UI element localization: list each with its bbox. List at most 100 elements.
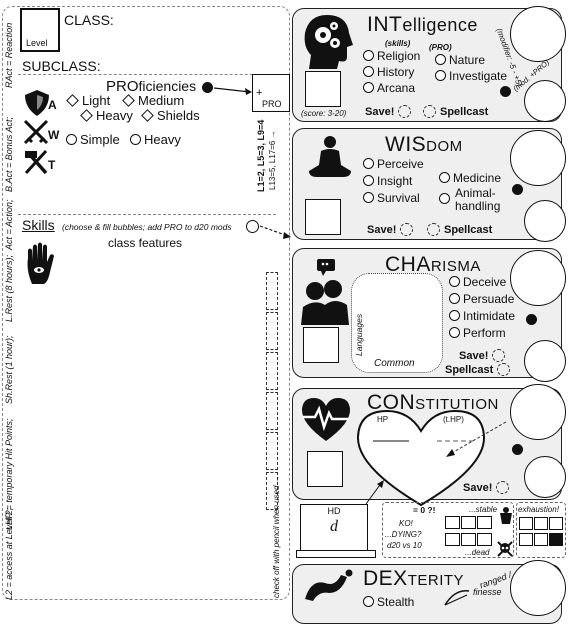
- dexterity-title-caps: DEX: [363, 567, 408, 590]
- check-off-slot[interactable]: [266, 272, 278, 310]
- exhaustion-cell[interactable]: [549, 517, 563, 530]
- wis-spellcast[interactable]: Spellcast: [427, 223, 492, 236]
- bubble-icon: [449, 310, 460, 321]
- death-dying-label: ...DYING?: [385, 530, 422, 539]
- check-off-slot[interactable]: [266, 312, 278, 350]
- exhaustion-cell[interactable]: [519, 533, 533, 546]
- dex-modifier-circle[interactable]: [510, 560, 566, 616]
- legend-long-rest: L.Rest (8 hours);: [4, 254, 14, 322]
- skill-medicine[interactable]: Medicine: [439, 171, 501, 185]
- charisma-panel: CHARISMA Languages Common Deceive Persua…: [292, 248, 562, 378]
- exhaustion-cells[interactable]: [519, 517, 567, 546]
- exhaustion-cell[interactable]: [534, 533, 548, 546]
- check-off-slot[interactable]: [266, 352, 278, 390]
- skill-perceive[interactable]: Perceive: [363, 157, 424, 171]
- weapon-simple-option[interactable]: Simple: [66, 132, 120, 147]
- int-save[interactable]: Save!: [365, 105, 412, 118]
- angel-icon: [500, 507, 512, 524]
- int-score-box[interactable]: [305, 71, 341, 107]
- skill-perform[interactable]: Perform: [449, 326, 506, 340]
- bubble-icon: [449, 293, 460, 304]
- death-ko-label: KO!: [399, 519, 413, 528]
- death-success-cell[interactable]: [477, 516, 492, 529]
- armor-heavy-option[interactable]: Heavy: [80, 108, 133, 123]
- armor-light-option[interactable]: Light: [66, 93, 110, 108]
- pro-level-table: L1=2, L5=3, L9=4: [256, 119, 266, 192]
- hit-dice-box[interactable]: HD d: [300, 504, 368, 552]
- proficiency-marker-dot: [202, 82, 213, 93]
- skill-insight[interactable]: Insight: [363, 174, 412, 188]
- skill-stealth[interactable]: Stealth: [363, 595, 414, 609]
- int-mod-pro-circle[interactable]: [524, 80, 566, 122]
- con-score-box[interactable]: [307, 451, 343, 487]
- int-modifier-circle[interactable]: [510, 6, 566, 62]
- death-fail-cell[interactable]: [445, 533, 460, 546]
- death-success-cell[interactable]: [461, 516, 476, 529]
- check-off-note: check off with pencil when used →: [272, 475, 281, 598]
- hit-dice-label: HD: [327, 506, 341, 516]
- skill-religion[interactable]: Religion: [363, 49, 420, 63]
- check-off-slot[interactable]: [266, 392, 278, 430]
- armor-shields-option[interactable]: Shields: [141, 108, 200, 123]
- languages-box[interactable]: Languages Common: [351, 273, 443, 373]
- exhaustion-cell[interactable]: [519, 517, 533, 530]
- skills-note-bubble[interactable]: [246, 220, 259, 233]
- weapon-heavy-option[interactable]: Heavy: [130, 132, 181, 147]
- skill-survival[interactable]: Survival: [363, 191, 420, 205]
- temp-hp-label: (t.HP): [443, 415, 464, 424]
- languages-label: Languages: [354, 313, 364, 356]
- wisdom-title-rest: DOM: [426, 138, 463, 155]
- pro-box-plus: +: [256, 87, 263, 99]
- int-pro-label: (PRO): [429, 43, 452, 52]
- wis-mod-pro-circle[interactable]: [524, 200, 566, 242]
- constitution-title-caps: CON: [367, 391, 416, 414]
- cha-mod-pro-circle[interactable]: [524, 340, 566, 382]
- cha-score-box[interactable]: [303, 327, 339, 363]
- cha-modifier-circle[interactable]: [510, 250, 566, 306]
- int-pro-dot: [500, 86, 511, 97]
- save-bubble-icon: [492, 349, 506, 362]
- legend-reaction: RAct = Reaction: [4, 22, 14, 88]
- wis-modifier-circle[interactable]: [510, 130, 566, 186]
- proficiencies-title-caps: PRO: [106, 78, 139, 95]
- int-spellcast[interactable]: Spellcast: [423, 105, 488, 118]
- cha-save[interactable]: Save!: [459, 349, 506, 362]
- class-field[interactable]: [115, 14, 280, 30]
- skill-nature[interactable]: Nature: [435, 53, 485, 67]
- skill-persuade[interactable]: Persuade: [449, 292, 514, 306]
- skill-deceive[interactable]: Deceive: [449, 275, 506, 289]
- check-off-slot[interactable]: [266, 472, 278, 510]
- skill-investigate[interactable]: Investigate: [435, 69, 507, 83]
- death-success-cell[interactable]: [445, 516, 460, 529]
- check-off-slot[interactable]: [266, 432, 278, 470]
- tools-letter: T: [48, 158, 56, 172]
- bubble-icon: [363, 158, 374, 169]
- level-box[interactable]: Level: [20, 8, 60, 52]
- save-bubble-icon: [398, 105, 412, 118]
- skill-arcana[interactable]: Arcana: [363, 81, 415, 95]
- skill-intimidate[interactable]: Intimidate: [449, 309, 515, 323]
- con-save[interactable]: Save!: [463, 481, 510, 494]
- con-modifier-circle[interactable]: [510, 384, 566, 440]
- skill-history[interactable]: History: [363, 65, 414, 79]
- pro-box-label: PRO: [262, 99, 282, 109]
- hp-heart[interactable]: [355, 407, 487, 507]
- death-fail-cell[interactable]: [477, 533, 492, 546]
- proficiency-bonus-box[interactable]: + PRO: [252, 74, 290, 112]
- bubble-icon: [130, 134, 141, 145]
- con-mod-pro-circle[interactable]: [524, 456, 566, 498]
- wis-save[interactable]: Save!: [367, 223, 414, 236]
- death-success-cells[interactable]: [445, 516, 493, 529]
- skill-animal-handling[interactable]: Animal-handling: [439, 187, 509, 213]
- exhaustion-final-cell[interactable]: [549, 533, 563, 546]
- bubble-icon: [439, 172, 450, 183]
- exhaustion-cell[interactable]: [534, 517, 548, 530]
- hit-dice-tray: [296, 550, 376, 558]
- death-fail-cells[interactable]: [445, 533, 493, 546]
- cha-spellcast[interactable]: Spellcast: [445, 363, 511, 376]
- armor-medium-option[interactable]: Medium: [122, 93, 184, 108]
- dexterity-title-rest: TERITY: [407, 572, 465, 589]
- death-fail-cell[interactable]: [461, 533, 476, 546]
- wis-score-box[interactable]: [305, 199, 341, 235]
- subclass-field[interactable]: [100, 58, 280, 74]
